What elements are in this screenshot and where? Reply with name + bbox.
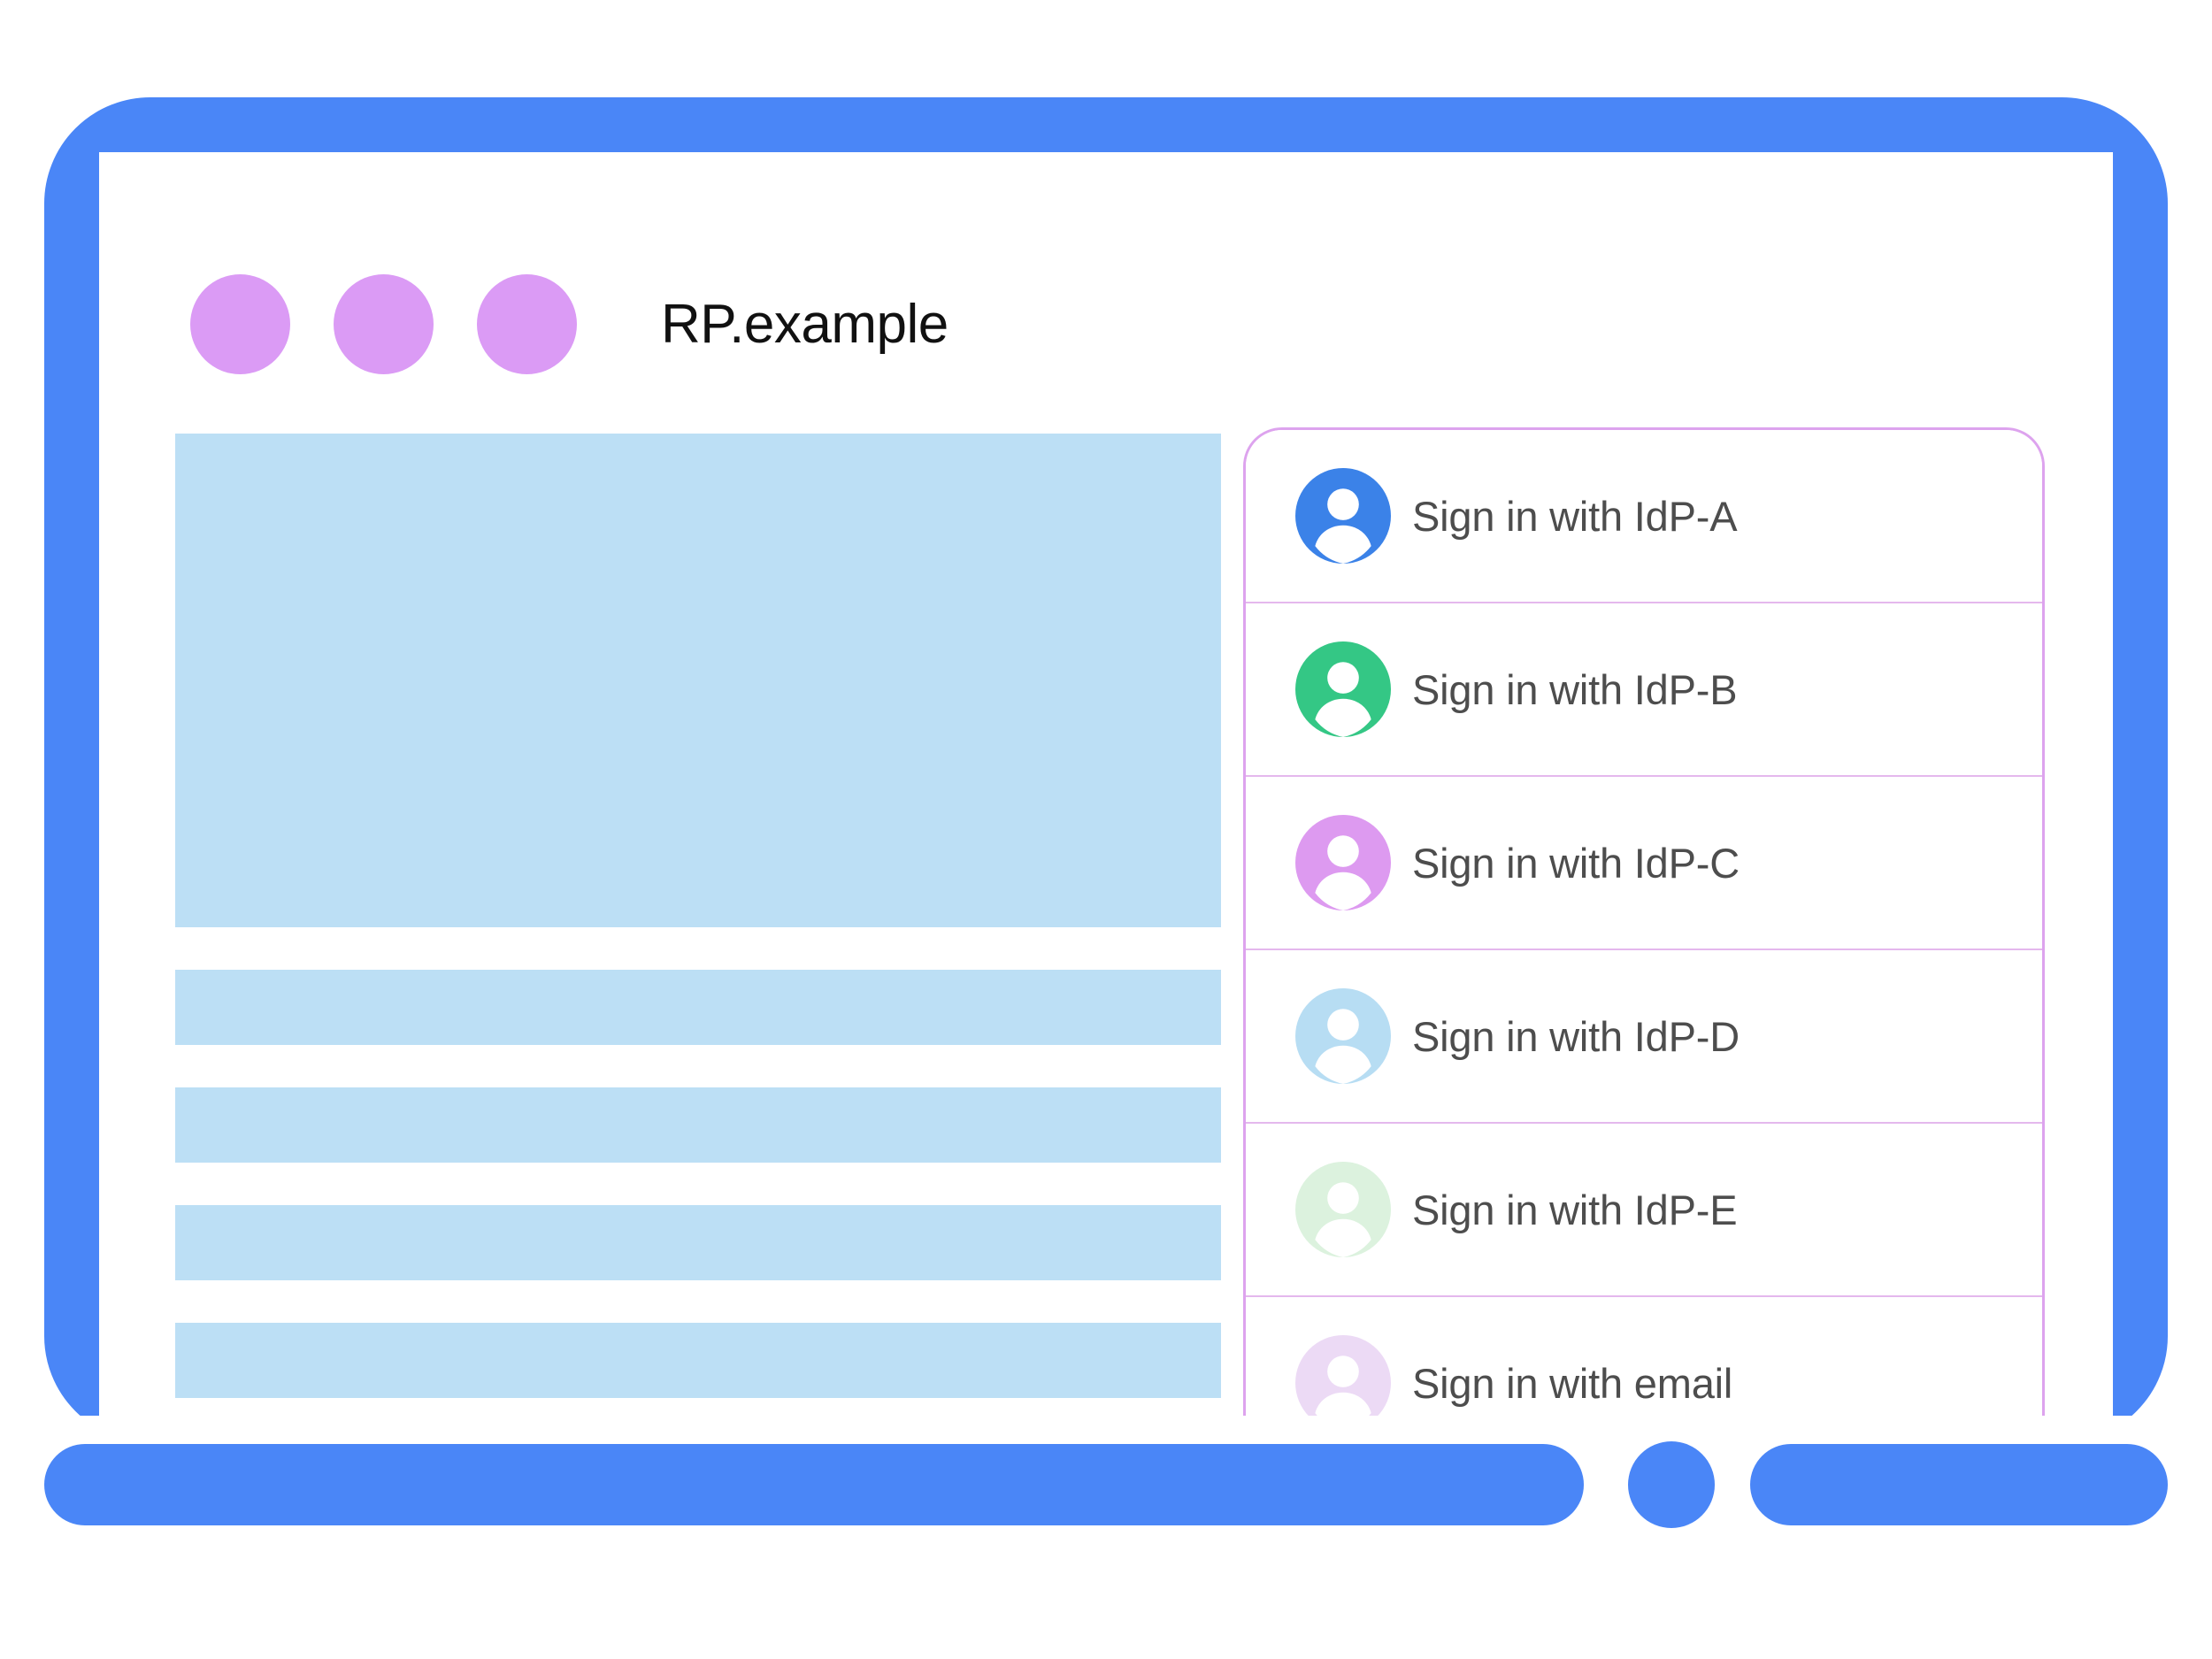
avatar-icon <box>1295 468 1391 564</box>
hero-placeholder <box>175 434 1221 927</box>
device-chin-left <box>44 1444 1584 1525</box>
home-button[interactable] <box>1628 1441 1715 1528</box>
account-row[interactable]: Sign in with IdP-A <box>1246 430 2042 603</box>
traffic-dot-1-icon[interactable] <box>190 274 290 374</box>
account-row[interactable]: Sign in with IdP-B <box>1246 603 2042 777</box>
avatar-icon <box>1295 988 1391 1084</box>
account-label: Sign in with IdP-C <box>1412 839 1740 887</box>
account-label: Sign in with IdP-E <box>1412 1186 1738 1233</box>
traffic-dot-3-icon[interactable] <box>477 274 577 374</box>
avatar-icon <box>1295 1162 1391 1257</box>
account-row[interactable]: Sign in with IdP-C <box>1246 777 2042 950</box>
traffic-dot-2-icon[interactable] <box>334 274 434 374</box>
account-row[interactable]: Sign in with IdP-D <box>1246 950 2042 1124</box>
account-row[interactable]: Sign in with IdP-E <box>1246 1124 2042 1297</box>
text-placeholder-3 <box>175 1205 1221 1280</box>
account-chooser-card: Sign in with IdP-A Sign in with IdP-B Sign… <box>1243 427 2045 1419</box>
account-label: Sign in with IdP-B <box>1412 665 1738 713</box>
account-row[interactable]: Sign in with email <box>1246 1297 2042 1419</box>
avatar-icon <box>1295 1335 1391 1419</box>
account-label: Sign in with email <box>1412 1359 1733 1407</box>
account-label: Sign in with IdP-D <box>1412 1012 1740 1060</box>
text-placeholder-2 <box>175 1087 1221 1163</box>
browser-header: RP.example <box>190 274 949 374</box>
account-label: Sign in with IdP-A <box>1412 492 1738 540</box>
text-placeholder-1 <box>175 970 1221 1045</box>
avatar-icon <box>1295 641 1391 737</box>
avatar-icon <box>1295 815 1391 910</box>
text-placeholder-4 <box>175 1323 1221 1398</box>
device-chin-right <box>1750 1444 2168 1525</box>
page-content-placeholders <box>175 434 1221 1398</box>
page-title: RP.example <box>661 294 949 355</box>
